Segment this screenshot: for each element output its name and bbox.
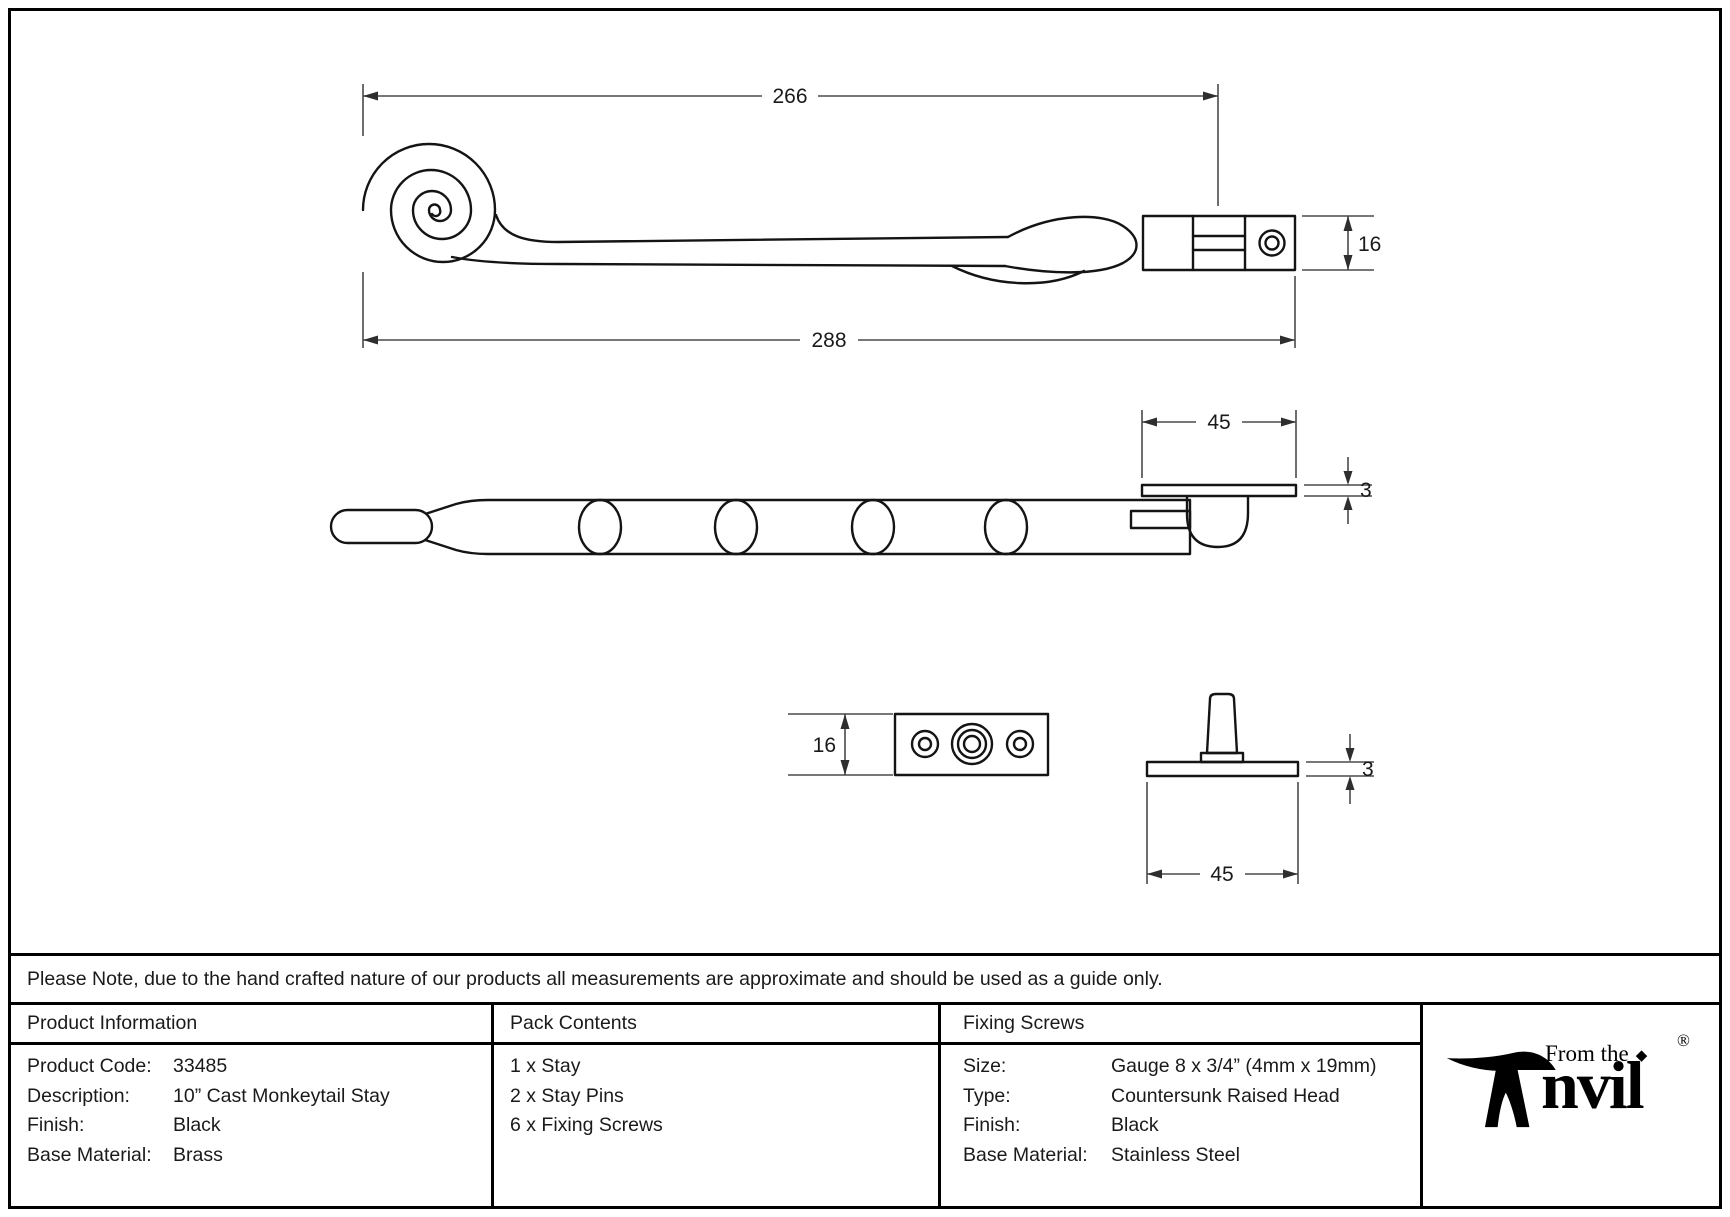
screw-finish-label: Finish: xyxy=(963,1114,1021,1136)
stay-bar-hole-3 xyxy=(850,498,896,556)
from-the-anvil-logo: From the◆ nvil ® xyxy=(1445,1027,1697,1187)
keeper-hole-right-inner xyxy=(1012,736,1028,752)
dimension-45-pin: 45 xyxy=(1146,782,1299,886)
dim-label-16-end: 16 xyxy=(1358,233,1381,256)
product-code-row: Product Code: 33485 xyxy=(27,1052,491,1082)
dimension-266: 266 xyxy=(362,84,1219,206)
stay-eye-underside xyxy=(950,264,1086,285)
dim-label-16-keeper: 16 xyxy=(813,734,836,757)
brand-logo-cell: From the◆ nvil ® xyxy=(1423,1005,1719,1209)
pin-pocket xyxy=(1129,509,1192,530)
base-material-value: Brass xyxy=(173,1143,223,1166)
eye-hook xyxy=(1185,495,1250,549)
pack-item-stay: 1 x Stay xyxy=(510,1055,581,1077)
diamond-icon: ◆ xyxy=(1635,1048,1648,1064)
keeper-plate-side xyxy=(1140,483,1298,498)
keeper-hole-left-outer xyxy=(910,729,940,759)
monkeytail-spiral xyxy=(361,142,497,264)
measurement-note: Please Note, due to the hand crafted nat… xyxy=(11,953,1719,1005)
stay-bar-hole-4 xyxy=(983,498,1029,556)
screw-type-label: Type: xyxy=(963,1084,1011,1107)
screw-size-value: Gauge 8 x 3/4” (4mm x 19mm) xyxy=(1111,1055,1377,1077)
screw-type-value: Countersunk Raised Head xyxy=(1111,1084,1340,1107)
stay-eye-teardrop xyxy=(1003,215,1138,274)
screw-material-value: Stainless Steel xyxy=(1111,1143,1240,1166)
stay-pin-cone xyxy=(1205,692,1239,755)
base-material-row: Base Material: Brass xyxy=(27,1141,491,1171)
end-plate xyxy=(1141,214,1297,272)
fixing-screws-header: Fixing Screws xyxy=(941,1005,1420,1045)
end-plate-screw-hole-inner xyxy=(1264,235,1280,251)
description-row: Description: 10” Cast Monkeytail Stay xyxy=(27,1082,491,1112)
base-material-label: Base Material: xyxy=(27,1143,152,1166)
stay-bar-outline xyxy=(383,498,1192,556)
keeper-hole-left-inner xyxy=(917,736,933,752)
spec-table: Please Note, due to the hand crafted nat… xyxy=(11,953,1719,1209)
end-plate-screw-hole-outer xyxy=(1258,229,1286,257)
dimension-45-keeper-side: 45 xyxy=(1141,410,1297,478)
stay-handle-tip xyxy=(329,508,434,545)
finish-value: Black xyxy=(173,1114,221,1136)
plan-view-stay-bar xyxy=(329,483,1298,556)
dim-label-3-plate: 3 xyxy=(1360,479,1372,502)
logo-from-the: From the◆ xyxy=(1545,1041,1648,1066)
finish-label: Finish: xyxy=(27,1114,85,1136)
dimension-3-keeper-side: 3 xyxy=(1304,457,1372,524)
product-code-value: 33485 xyxy=(173,1055,228,1077)
keeper-plate-front-view xyxy=(893,712,1050,777)
pack-item-stay-pins: 2 x Stay Pins xyxy=(510,1084,624,1107)
screw-finish-row: Finish: Black xyxy=(963,1111,1420,1141)
description-label: Description: xyxy=(27,1084,130,1107)
product-information-section: Product Information Product Code: 33485 … xyxy=(11,1005,494,1209)
screw-size-row: Size: Gauge 8 x 3/4” (4mm x 19mm) xyxy=(963,1052,1420,1082)
screw-finish-value: Black xyxy=(1111,1114,1159,1136)
dimension-16-keeper: 16 xyxy=(788,713,893,776)
pack-contents-section: Pack Contents 1 x Stay 2 x Stay Pins 6 x… xyxy=(494,1005,941,1209)
anvil-icon xyxy=(1446,1051,1556,1128)
stay-pin-side-view xyxy=(1145,692,1300,778)
product-information-header: Product Information xyxy=(11,1005,491,1045)
stay-arm-bottom-edge xyxy=(450,255,1007,268)
screw-type-row: Type: Countersunk Raised Head xyxy=(963,1082,1420,1112)
fixing-screws-section: Fixing Screws Size: Gauge 8 x 3/4” (4mm … xyxy=(941,1005,1423,1209)
screw-material-label: Base Material: xyxy=(963,1143,1088,1166)
screw-material-row: Base Material: Stainless Steel xyxy=(963,1141,1420,1171)
finish-row: Finish: Black xyxy=(27,1111,491,1141)
keeper-boss-outer xyxy=(950,722,994,766)
stay-pin-collar xyxy=(1199,751,1245,764)
side-view-monkeytail-stay xyxy=(361,142,1297,285)
dim-label-45-pin: 45 xyxy=(1210,863,1233,886)
registered-trademark-icon: ® xyxy=(1677,1031,1690,1050)
pack-contents-header: Pack Contents xyxy=(494,1005,938,1045)
stay-arm-top-edge xyxy=(494,213,1010,244)
keeper-boss-inner xyxy=(962,734,982,754)
stay-bar-hole-1 xyxy=(577,498,623,556)
dimension-288: 288 xyxy=(362,272,1296,352)
stay-pin-base-plate xyxy=(1145,760,1300,778)
logo-anvil-text: nvil xyxy=(1541,1047,1645,1123)
technical-drawing: 266 288 16 xyxy=(329,84,1381,886)
dim-label-266: 266 xyxy=(772,85,807,108)
pack-item-fixing-screws: 6 x Fixing Screws xyxy=(510,1114,663,1136)
dim-label-45-plate: 45 xyxy=(1207,411,1230,434)
dim-label-3-pin: 3 xyxy=(1362,758,1374,781)
keeper-hole-right-outer xyxy=(1005,729,1035,759)
stay-bar-hole-2 xyxy=(713,498,759,556)
screw-size-label: Size: xyxy=(963,1055,1007,1077)
product-code-label: Product Code: xyxy=(27,1055,152,1077)
keeper-boss-mid xyxy=(956,728,988,760)
dim-label-288: 288 xyxy=(811,329,846,352)
dimension-16-end-plate: 16 xyxy=(1302,215,1381,271)
dimension-3-pin: 3 xyxy=(1306,734,1374,804)
description-value: 10” Cast Monkeytail Stay xyxy=(173,1084,390,1107)
keeper-plate-face xyxy=(893,712,1050,777)
